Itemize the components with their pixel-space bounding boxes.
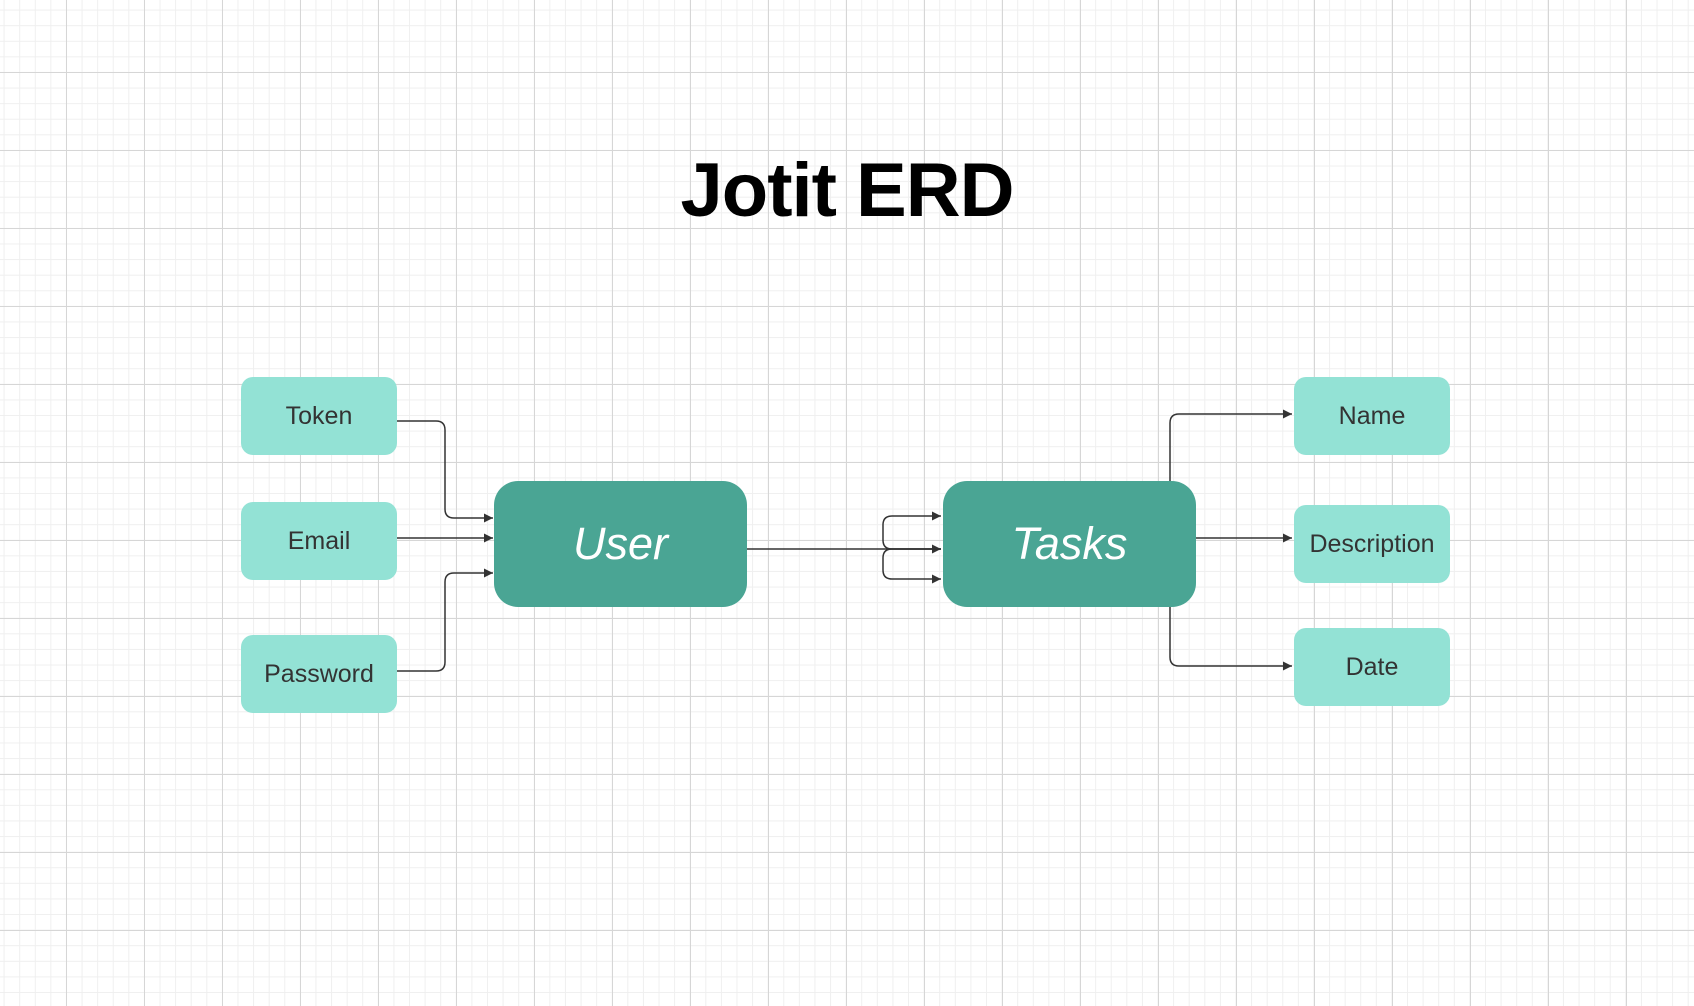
entity-user[interactable]: User	[494, 481, 747, 607]
connector-tasks-date	[1169, 607, 1292, 671]
entity-tasks-label: Tasks	[1011, 518, 1128, 569]
attribute-description[interactable]: Description	[1294, 505, 1450, 583]
connector-token-user	[397, 420, 493, 523]
entity-user-label: User	[572, 518, 668, 569]
attribute-name[interactable]: Name	[1294, 377, 1450, 455]
attribute-date[interactable]: Date	[1294, 628, 1450, 706]
connector-user-tasks-lower	[882, 548, 941, 584]
connector-password-user	[397, 568, 493, 672]
diagram-title: Jotit ERD	[680, 148, 1015, 233]
attribute-password-label: Password	[264, 659, 374, 688]
connector-tasks-name	[1169, 409, 1292, 481]
attribute-description-label: Description	[1309, 529, 1435, 558]
attribute-password[interactable]: Password	[241, 635, 397, 713]
attribute-email[interactable]: Email	[241, 502, 397, 580]
attribute-token[interactable]: Token	[241, 377, 397, 455]
attribute-token-label: Token	[285, 401, 353, 430]
attribute-date-label: Date	[1345, 652, 1399, 681]
attribute-name-label: Name	[1338, 401, 1406, 430]
entity-tasks[interactable]: Tasks	[943, 481, 1196, 607]
attribute-email-label: Email	[287, 526, 351, 555]
connector-user-tasks-upper	[882, 511, 941, 550]
